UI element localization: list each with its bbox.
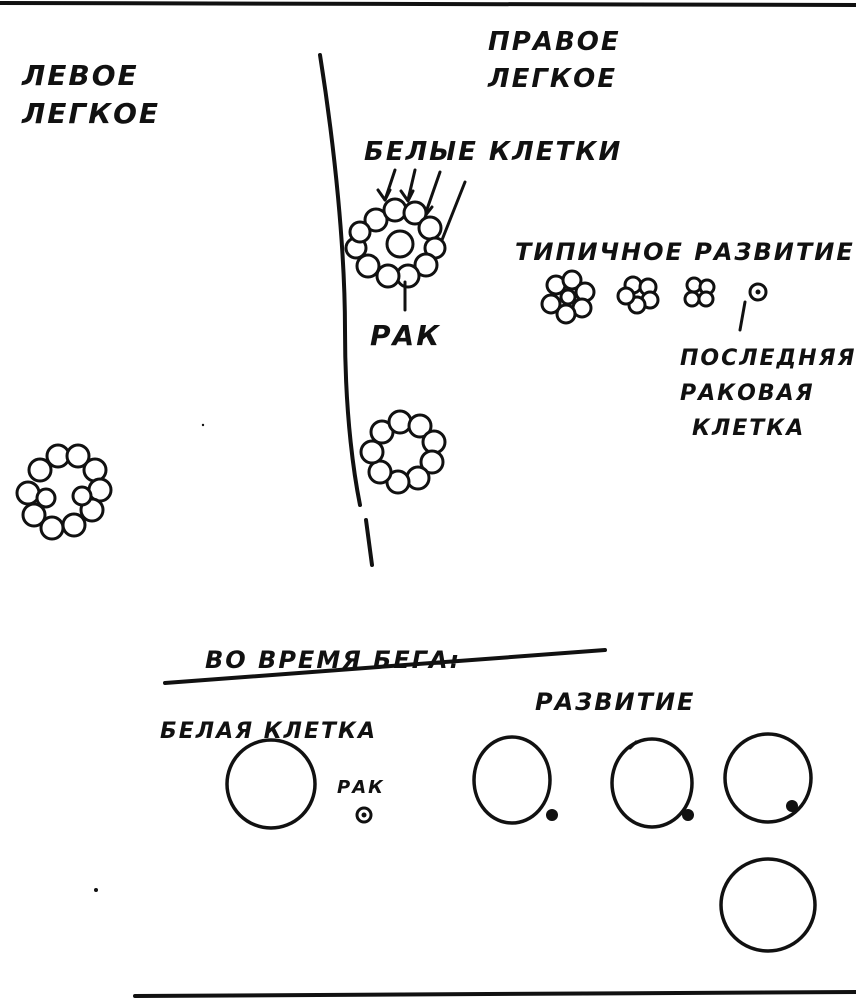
last-cancer-cell-label-line1: ПОСЛЕДНЯЯ: [680, 346, 856, 371]
right-lung-label-line2: ЛЕГКОЕ: [487, 64, 617, 94]
development-label: РАЗВИТИЕ: [535, 688, 695, 716]
cancer-cluster-lower: [359, 409, 447, 495]
stray-dot: [94, 888, 98, 892]
white-cells-label: БЕЛЫЕ КЛЕТКИ: [364, 137, 622, 167]
right-lung-label-line1: ПРАВОЕ: [488, 27, 621, 57]
white-cell-large: [225, 738, 317, 830]
lung-divider-line: [318, 53, 362, 507]
development-stage-1: [472, 735, 558, 825]
development-stage-3: [723, 732, 813, 824]
stray-dot: [201, 423, 205, 427]
bottom-border: [133, 990, 856, 998]
typical-development-stage-4: [748, 282, 768, 302]
lung-divider-line-tail: [364, 518, 374, 567]
cancer-cluster-upper: [344, 197, 447, 289]
during-running-underline: [163, 648, 607, 685]
typical-development-stage-2: [616, 275, 660, 315]
last-cancer-cell-label-line3: КЛЕТКА: [692, 416, 805, 441]
typical-development-stage-3: [683, 276, 716, 308]
typical-development-stage-1: [540, 269, 596, 325]
left-lung-label-line1: ЛЕВОЕ: [21, 59, 139, 92]
cancer-label: РАК: [370, 319, 441, 352]
last-cancer-cell-pointer: [738, 300, 747, 332]
left-lung-label-line2: ЛЕГКОЕ: [21, 97, 160, 130]
cancer-cluster-left-lung: [15, 443, 113, 541]
cancer-small-cell-core: [361, 812, 367, 818]
development-stage-4: [719, 857, 817, 953]
last-cancer-cell-label-line2: РАКОВАЯ: [680, 381, 815, 406]
development-stage-2: [610, 737, 694, 829]
cancer-small-cell: [355, 806, 373, 824]
typical-development-label: ТИПИЧНОЕ РАЗВИТИЕ: [515, 238, 855, 266]
cancer-small-label: РАК: [337, 777, 385, 798]
top-border: [0, 1, 856, 7]
